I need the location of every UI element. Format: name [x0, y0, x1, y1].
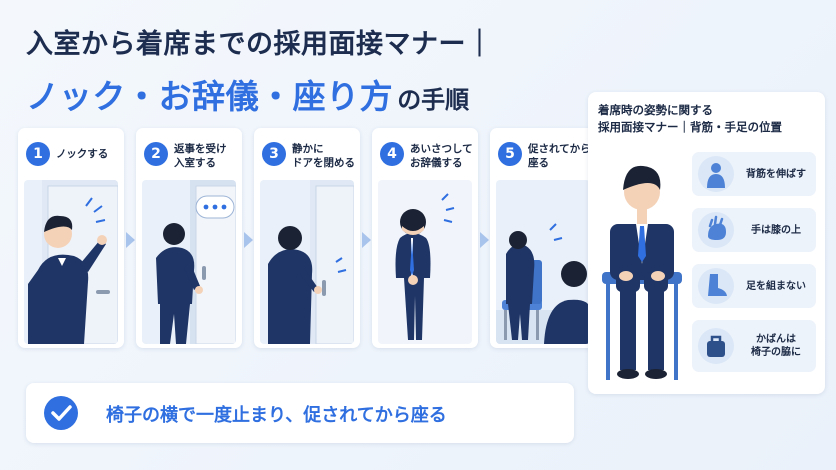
- step-label-5: 促されてから 座る: [528, 143, 591, 169]
- step-card-2: 2 返事を受け 入室する: [136, 128, 242, 348]
- step-number-3: 3: [262, 142, 286, 166]
- posture-tip-label-4: かばんは 椅子の脇に: [751, 334, 801, 358]
- posture-tip-label-3: 足を組まない: [746, 280, 806, 292]
- step-card-3: 3 静かに ドアを閉める: [254, 128, 360, 348]
- step-number-2: 2: [144, 142, 168, 166]
- posture-panel: 着席時の姿勢に関する 採用面接マナー｜背筋・手足の位置: [588, 92, 825, 394]
- subtitle-rest: の手順: [397, 86, 470, 114]
- step-arrow-2: [244, 232, 253, 248]
- step-number-5: 5: [498, 142, 522, 166]
- page-subtitle: ノック・お辞儀・座り方の手順: [26, 70, 469, 118]
- posture-tip-4: かばんは 椅子の脇に: [692, 320, 816, 372]
- step-card-1: 1 ノックする: [18, 128, 124, 348]
- posture-tip-label-2: 手は膝の上: [751, 224, 801, 236]
- step-label-2: 返事を受け 入室する: [174, 143, 227, 169]
- step-arrow-4: [480, 232, 489, 248]
- bag-icon: [698, 328, 734, 364]
- summary-banner: 椅子の横で一度止まり、促されてから座る: [26, 383, 574, 443]
- posture-panel-title-line2: 採用面接マナー｜背筋・手足の位置: [598, 120, 782, 134]
- step-number-4: 4: [380, 142, 404, 166]
- page-title: 入室から着席までの採用面接マナー｜: [26, 29, 494, 60]
- posture-tip-2: 手は膝の上: [692, 208, 816, 252]
- step-arrow-3: [362, 232, 371, 248]
- seated-person-illustration: [596, 152, 688, 388]
- posture-tip-3: 足を組まない: [692, 264, 816, 308]
- step-illustration-5: [496, 180, 590, 344]
- hands-icon: [698, 212, 734, 248]
- step-label-1: ノックする: [56, 148, 109, 160]
- posture-panel-title: 着席時の姿勢に関する 採用面接マナー｜背筋・手足の位置: [598, 102, 782, 136]
- subtitle-accent: ノック・お辞儀・座り方: [26, 77, 394, 116]
- step-illustration-1: [24, 180, 118, 344]
- foot-icon: [698, 268, 734, 304]
- step-label-3: 静かに ドアを閉める: [292, 143, 355, 169]
- posture-icon: [698, 156, 734, 192]
- posture-tip-1: 背筋を伸ばす: [692, 152, 816, 196]
- step-illustration-2: [142, 180, 236, 344]
- step-illustration-4: [378, 180, 472, 344]
- step-arrow-1: [126, 232, 135, 248]
- posture-tip-label-1: 背筋を伸ばす: [746, 168, 806, 180]
- step-card-4: 4 あいさつして お辞儀する: [372, 128, 478, 348]
- posture-panel-title-line1: 着席時の姿勢に関する: [598, 103, 713, 117]
- step-illustration-3: [260, 180, 354, 344]
- summary-text: 椅子の横で一度止まり、促されてから座る: [106, 405, 447, 426]
- step-number-1: 1: [26, 142, 50, 166]
- step-label-4: あいさつして お辞儀する: [410, 143, 473, 169]
- step-card-5: 5 促されてから 座る: [490, 128, 596, 348]
- check-icon: [44, 396, 78, 430]
